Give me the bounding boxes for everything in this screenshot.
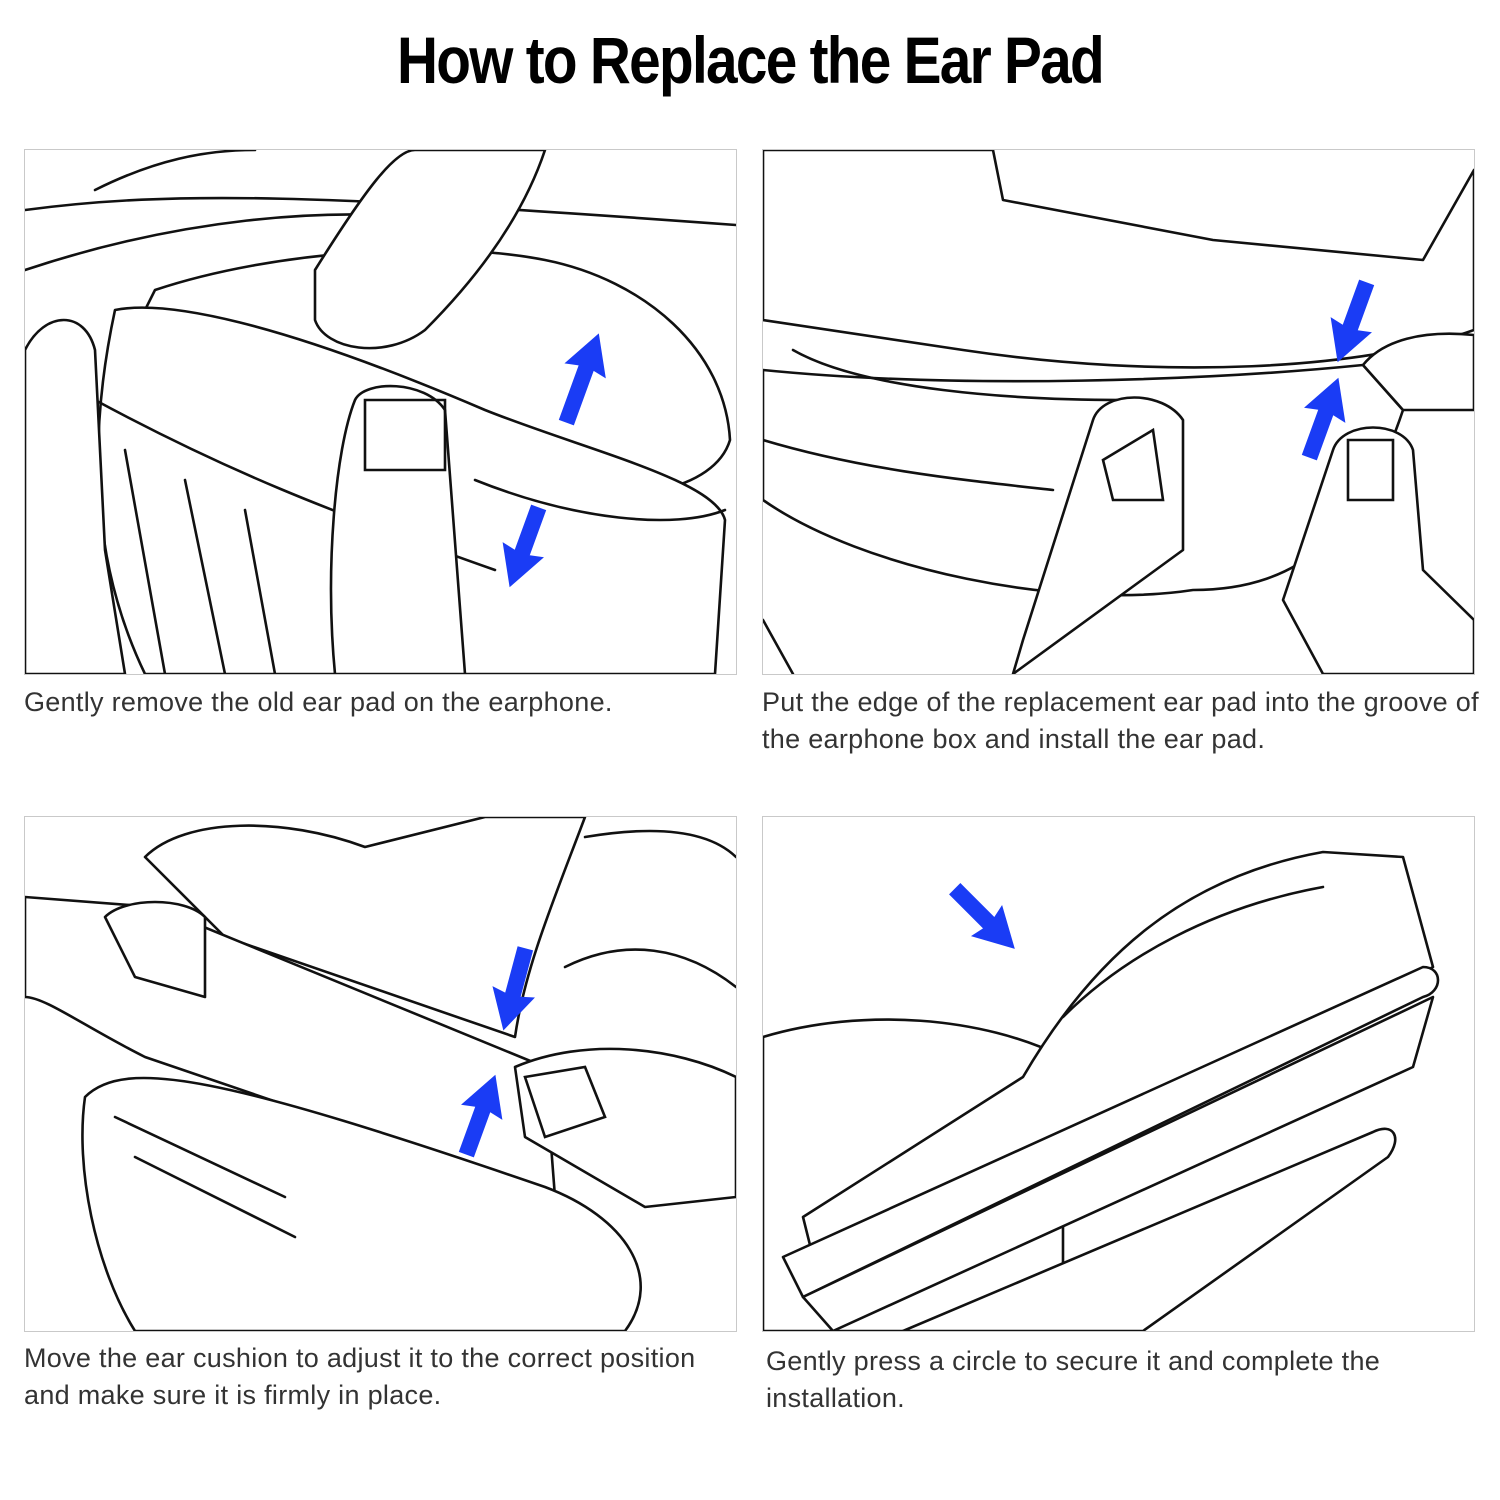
step-4-caption: Gently press a circle to secure it and c…: [766, 1346, 1381, 1413]
step-3-illustration: [24, 816, 737, 1332]
arrow-down-right-icon: [949, 883, 1015, 949]
step-2-caption: Put the edge of the replacement ear pad …: [762, 687, 1479, 754]
step-2-illustration: [762, 149, 1475, 675]
page-title: How to Replace the Ear Pad: [397, 23, 1105, 97]
arrow-down-icon: [1330, 279, 1375, 363]
step-1-caption: Gently remove the old ear pad on the ear…: [24, 687, 613, 717]
arrow-down-icon: [502, 504, 547, 588]
step-1-illustration: [24, 149, 737, 675]
step-3-caption: Move the ear cushion to adjust it to the…: [24, 1343, 696, 1410]
arrow-up-icon: [1301, 377, 1346, 461]
arrow-down-icon: [492, 946, 535, 1031]
arrow-up-icon: [558, 333, 606, 426]
step-4-illustration: [762, 816, 1475, 1332]
arrow-up-icon: [458, 1074, 503, 1158]
